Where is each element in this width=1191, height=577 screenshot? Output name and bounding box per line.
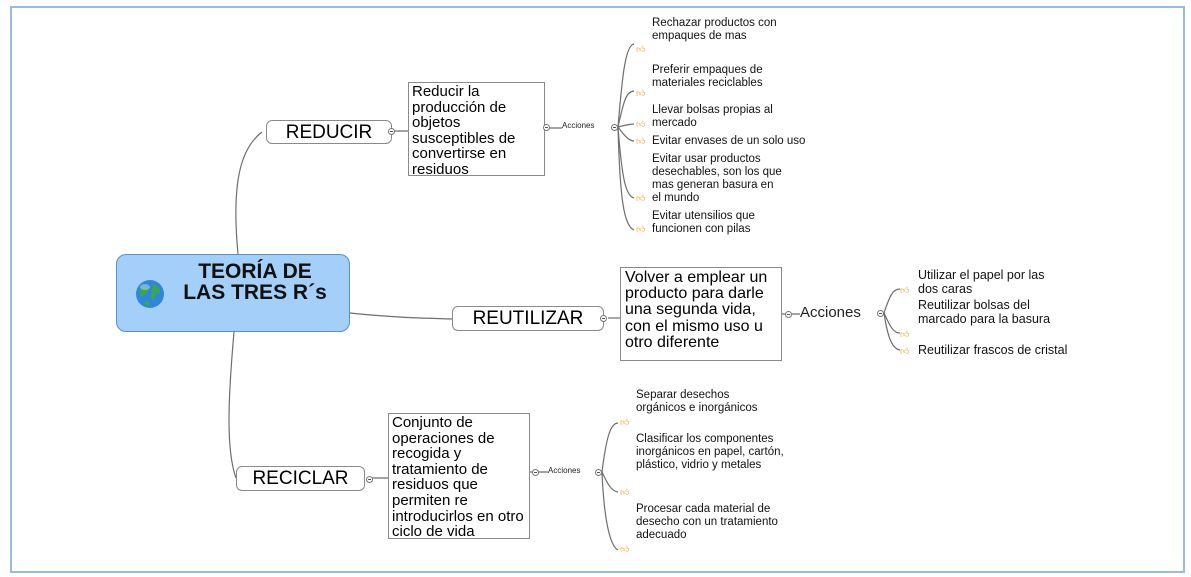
globe-icon: [136, 280, 164, 308]
collapse-toggle[interactable]: [595, 469, 602, 476]
actions-label-reciclar[interactable]: Acciones: [548, 466, 581, 475]
collapse-toggle[interactable]: [877, 310, 884, 317]
thumbs-up-icon: 👍︎: [900, 285, 910, 295]
actions-label-reutilizar[interactable]: Acciones: [800, 304, 861, 321]
collapse-toggle[interactable]: [543, 124, 550, 131]
action-item[interactable]: Clasificar los componentes inorgánicos e…: [636, 433, 784, 471]
thumbs-up-icon: 👍︎: [636, 44, 646, 54]
thumbs-up-icon: 👍︎: [620, 487, 630, 497]
actions-label-reducir[interactable]: Acciones: [562, 121, 595, 130]
thumbs-up-icon: 👍︎: [636, 193, 646, 203]
branch-reutilizar[interactable]: REUTILIZAR: [452, 306, 604, 331]
collapse-toggle[interactable]: [532, 469, 539, 476]
description-reutilizar[interactable]: Volver a emplear un producto para darle …: [620, 267, 782, 361]
central-topic-title: TEORÍA DE LAS TRES R´s: [183, 260, 327, 304]
action-item[interactable]: Procesar cada material de desecho con un…: [636, 503, 778, 541]
action-item[interactable]: Separar desechos orgánicos e inorgánicos: [636, 389, 758, 414]
collapse-toggle[interactable]: [366, 476, 373, 483]
action-item[interactable]: Reutilizar frascos de cristal: [918, 343, 1068, 357]
description-reciclar[interactable]: Conjunto de operaciones de recogida y tr…: [388, 413, 530, 539]
action-item[interactable]: Utilizar el papel por las dos caras: [918, 268, 1045, 296]
collapse-toggle[interactable]: [785, 311, 792, 318]
action-item[interactable]: Evitar usar productos desechables, son l…: [652, 153, 782, 204]
action-item[interactable]: Llevar bolsas propias al mercado: [652, 104, 773, 129]
action-item[interactable]: Evitar utensilios que funcionen con pila…: [652, 210, 755, 235]
action-item[interactable]: Evitar envases de un solo uso: [652, 135, 806, 147]
thumbs-up-icon: 👍︎: [636, 224, 646, 234]
thumbs-up-icon: 👍︎: [636, 136, 646, 146]
action-item[interactable]: Reutilizar bolsas del marcado para la ba…: [918, 298, 1051, 326]
thumbs-up-icon: 👍︎: [620, 417, 630, 427]
central-topic[interactable]: TEORÍA DE LAS TRES R´s: [116, 254, 350, 332]
action-item[interactable]: Rechazar productos con empaques de mas: [652, 17, 777, 42]
collapse-toggle[interactable]: [600, 315, 607, 322]
thumbs-up-icon: 👍︎: [620, 544, 630, 554]
collapse-toggle[interactable]: [388, 128, 395, 135]
branch-reducir[interactable]: REDUCIR: [266, 120, 392, 144]
thumbs-up-icon: 👍︎: [636, 88, 646, 98]
description-reducir[interactable]: Reducir la producción de objetos suscept…: [408, 82, 545, 177]
branch-reciclar[interactable]: RECICLAR: [236, 466, 365, 491]
action-item[interactable]: Preferir empaques de materiales reciclab…: [652, 64, 763, 89]
thumbs-up-icon: 👍︎: [636, 119, 646, 129]
collapse-toggle[interactable]: [611, 124, 618, 131]
thumbs-up-icon: 👍︎: [900, 329, 910, 339]
thumbs-up-icon: 👍︎: [900, 346, 910, 356]
